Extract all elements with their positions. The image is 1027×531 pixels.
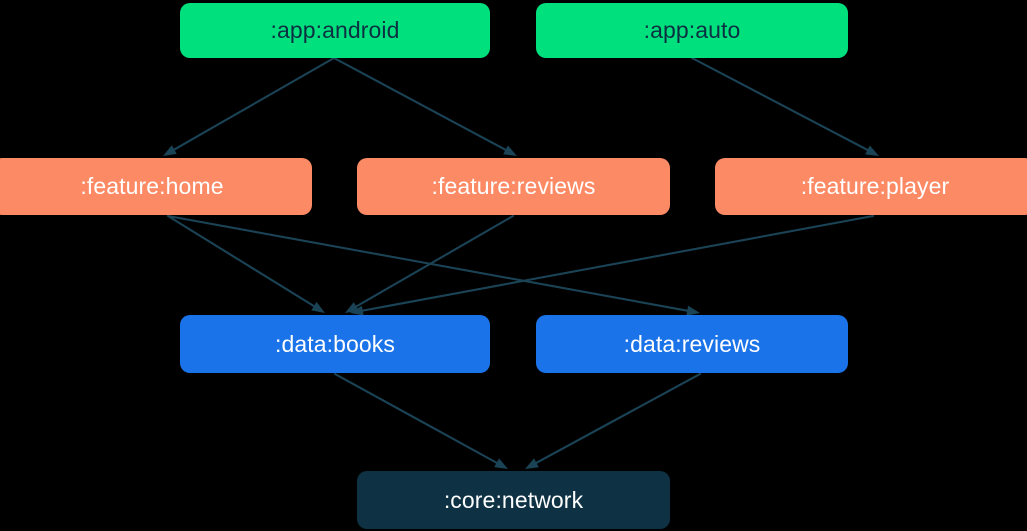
edge-line [332, 56, 507, 151]
node-label-feature-player: :feature:player [800, 173, 950, 199]
edge-line [173, 56, 336, 151]
node-data-books[interactable]: :data:books [180, 315, 490, 373]
edge-data-books-to-core-network [333, 372, 508, 469]
node-feature-player[interactable]: :feature:player [715, 158, 1027, 215]
edge-arrowhead-icon [865, 145, 879, 156]
edge-line [333, 372, 498, 464]
node-feature-reviews[interactable]: :feature:reviews [357, 158, 670, 215]
node-label-data-books: :data:books [274, 330, 396, 357]
node-feature-home[interactable]: :feature:home [0, 158, 312, 215]
node-label-app-auto: :app:auto [643, 17, 741, 43]
node-label-app-android: :app:android [270, 17, 400, 43]
edge-arrowhead-icon [494, 458, 508, 469]
node-label-data-reviews: :data:reviews [623, 330, 761, 357]
edge-arrowhead-icon [503, 145, 517, 156]
edge-line [690, 56, 869, 152]
edge-app-android-to-feature-home [163, 56, 336, 156]
edge-arrowhead-icon [163, 145, 177, 156]
edge-line [166, 214, 315, 308]
node-label-feature-reviews: :feature:reviews [431, 173, 596, 199]
node-label-feature-home: :feature:home [80, 173, 224, 199]
edge-app-android-to-feature-reviews [332, 56, 517, 156]
edge-feature-home-to-data-books [166, 214, 325, 313]
edge-arrowhead-icon [311, 301, 325, 313]
edge-app-auto-to-feature-player [690, 56, 879, 156]
edge-feature-reviews-to-data-books [345, 214, 515, 313]
edge-line [535, 372, 702, 464]
node-label-core-network: :core:network [443, 486, 584, 513]
node-data-reviews[interactable]: :data:reviews [536, 315, 848, 373]
edge-arrowhead-icon [525, 458, 539, 469]
node-app-android[interactable]: :app:android [180, 3, 490, 58]
edge-line [355, 214, 515, 308]
edge-line [361, 214, 875, 312]
node-core-network[interactable]: :core:network [357, 471, 670, 529]
edge-feature-home-to-data-reviews [166, 214, 700, 316]
edge-feature-player-to-data-books [350, 214, 875, 316]
edge-line [166, 214, 689, 312]
edge-arrowhead-icon [345, 302, 359, 313]
edge-data-reviews-to-core-network [525, 372, 702, 469]
node-app-auto[interactable]: :app:auto [536, 3, 848, 58]
